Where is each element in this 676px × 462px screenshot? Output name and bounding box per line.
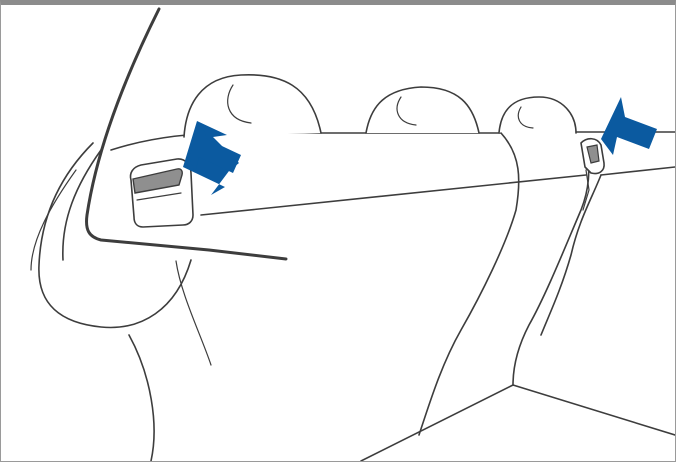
right-latch-lower	[582, 169, 590, 211]
arrow-left-icon-body	[189, 123, 241, 173]
headrest-middle	[365, 86, 480, 134]
floor-line-right	[512, 384, 675, 436]
lower-trim-curve	[128, 334, 155, 461]
headrest-right-detail	[517, 106, 534, 129]
release-handle-right	[586, 144, 600, 164]
left-trim-panel-inner	[62, 149, 102, 261]
parcel-shelf-edge	[110, 132, 502, 151]
seatback-divider-curve	[418, 132, 520, 436]
headrest-middle-detail	[396, 96, 417, 126]
headrest-right	[498, 96, 577, 134]
seatback-left-top	[200, 174, 587, 216]
headrest-left-detail	[227, 84, 252, 124]
left-trim-panel-outer	[38, 142, 192, 329]
release-pocket	[129, 158, 194, 228]
trunk-opening-edge	[85, 7, 288, 261]
seatback-right-inner	[540, 174, 602, 336]
release-pocket-inner	[136, 192, 182, 201]
release-handle-left	[132, 168, 183, 194]
left-seat-lower-line	[175, 260, 212, 366]
floor-line-left	[360, 384, 514, 461]
arrow-right-icon	[601, 97, 657, 155]
seatback-right-top	[600, 166, 675, 176]
seat-illustration	[30, 7, 675, 461]
left-trim-panel-edge	[30, 169, 77, 271]
headrest-left	[183, 74, 322, 138]
